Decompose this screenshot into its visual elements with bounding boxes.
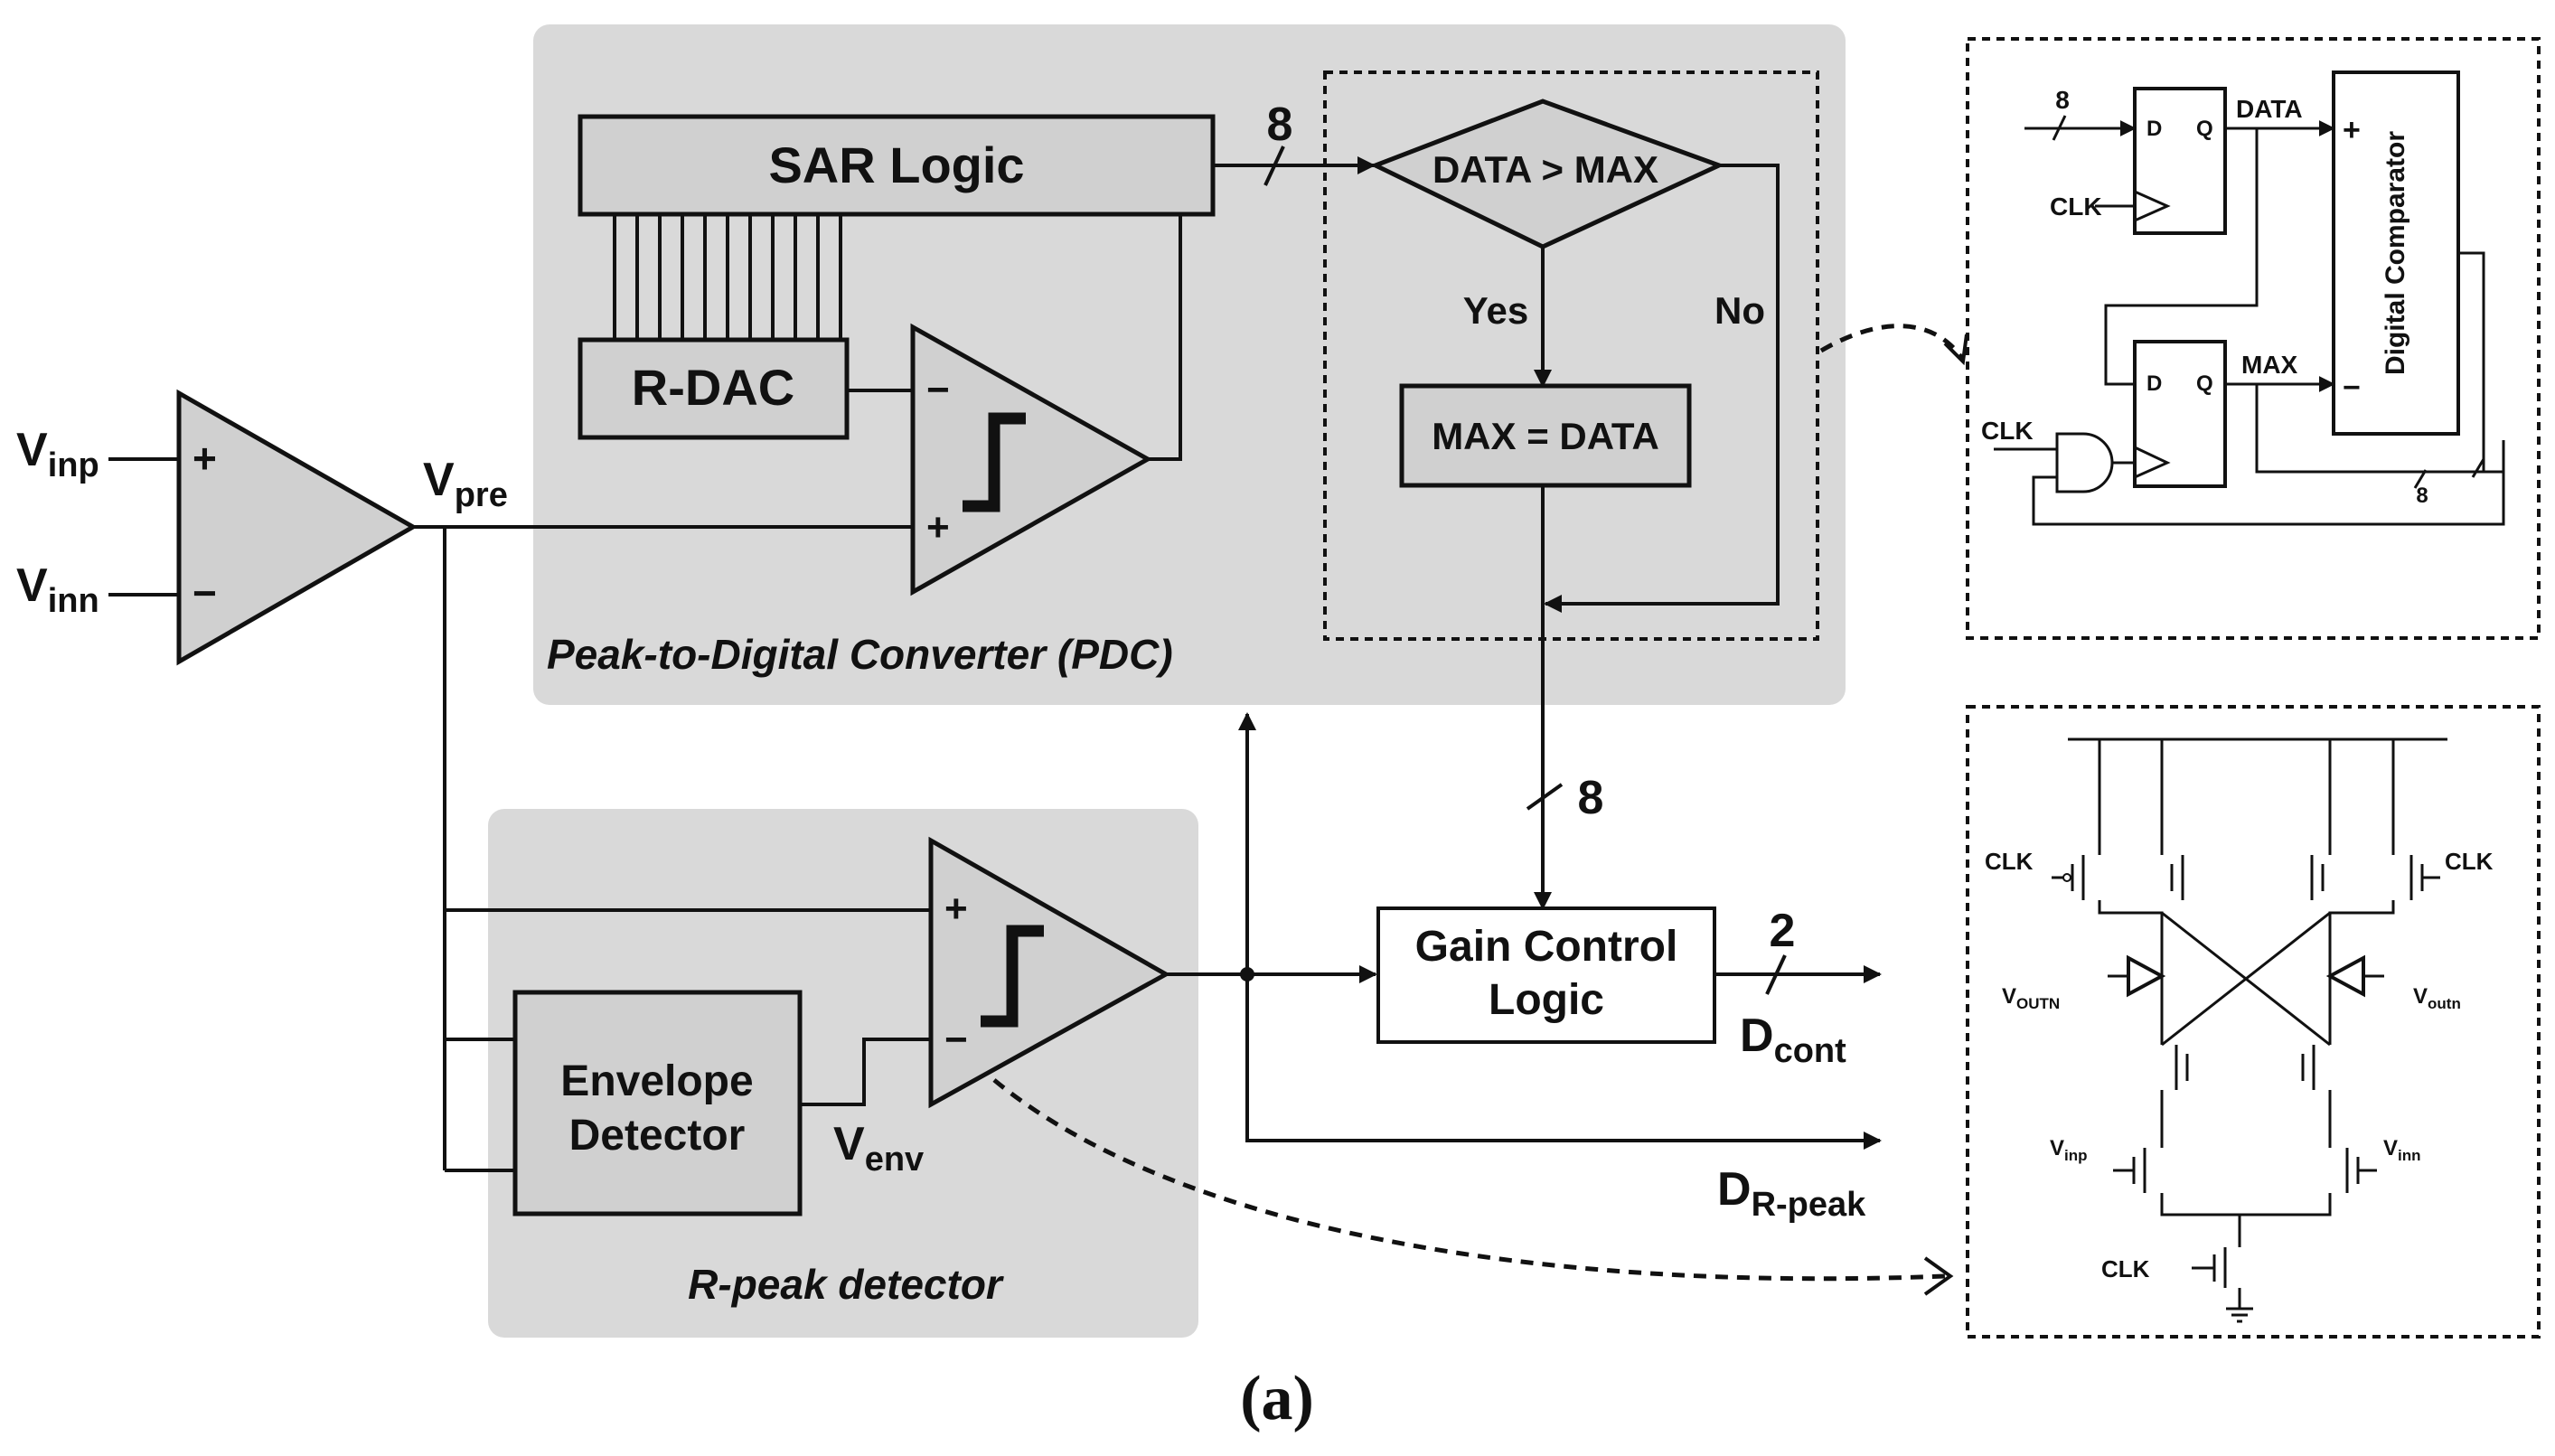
inset2-vinn: Vinn xyxy=(2383,1136,2421,1164)
venv-label: Venv xyxy=(833,1118,924,1179)
flowchart-to-inset-connector xyxy=(1819,324,1966,362)
inset2-clk-left: CLK xyxy=(1985,848,2034,875)
dcont-label: Dcont xyxy=(1740,1010,1846,1070)
rpeak-comp-plus: + xyxy=(944,887,968,931)
inset2-voutn-right: Voutn xyxy=(2413,984,2461,1012)
max-eq-data-block xyxy=(1399,383,1692,488)
gain-control-label-1: Gain Control xyxy=(1415,923,1678,971)
inset-bus8-fb: 8 xyxy=(2416,484,2428,508)
sar-logic-label: SAR Logic xyxy=(768,136,1024,193)
inset-comparator-label: Digital Comparator xyxy=(2381,131,2410,375)
inset-ff2-d: D xyxy=(2146,371,2162,396)
inset-comp-plus: + xyxy=(2343,113,2361,147)
inset-comp-minus: − xyxy=(2343,371,2361,405)
sar-bus-width: 8 xyxy=(1267,99,1293,151)
inset-bus8-in: 8 xyxy=(2055,86,2070,114)
preamplifier xyxy=(176,389,418,666)
inset-flipflop-2 xyxy=(2133,340,2227,488)
inset2-clk-bottom: CLK xyxy=(2101,1255,2150,1282)
r-dac-block xyxy=(578,337,850,440)
yes-label: Yes xyxy=(1463,289,1528,332)
inset-ff2-q: Q xyxy=(2196,371,2213,396)
no-label: No xyxy=(1714,289,1765,332)
inset2-clk-right: CLK xyxy=(2445,848,2494,875)
inset2-inverter-right xyxy=(2325,954,2365,998)
drpeak-label: DR-peak xyxy=(1717,1163,1866,1224)
inset-flipflop-1 xyxy=(2133,87,2227,235)
inset-max-label: MAX xyxy=(2241,351,2298,379)
rpeak-comp-minus: − xyxy=(944,1018,968,1062)
gain-bus-width: 8 xyxy=(1578,772,1604,824)
inset-clk1: CLK xyxy=(2050,193,2102,221)
inset2-voutn-left: VOUTN xyxy=(2002,984,2060,1012)
sar-comparator xyxy=(910,323,1153,596)
vinp-label: Vinp xyxy=(16,424,99,484)
envelope-label-2: Detector xyxy=(569,1112,746,1160)
vpre-label: Vpre xyxy=(423,454,508,514)
rpeak-comparator xyxy=(928,836,1171,1109)
sar-dac-bus xyxy=(613,214,842,340)
dcont-bus-width: 2 xyxy=(1770,905,1796,957)
sar-comp-minus: − xyxy=(926,368,950,412)
sar-comp-hysteresis-symbol xyxy=(963,412,1026,512)
inset-data-label: DATA xyxy=(2236,95,2303,123)
inset-digital-comparator xyxy=(2332,70,2460,436)
max-eq-data-label: MAX = DATA xyxy=(1432,415,1659,457)
inset-clk2: CLK xyxy=(1981,417,2034,445)
r-dac-label: R-DAC xyxy=(632,359,794,416)
inset-latched-comparator: CLK CLK VOUTN Voutn Vinp xyxy=(1966,705,2541,1339)
vinn-label: Vinn xyxy=(16,559,99,620)
envelope-label-1: Envelope xyxy=(560,1057,753,1105)
figure-caption: (a) xyxy=(1240,1364,1314,1433)
rpeak-comp-hysteresis-symbol xyxy=(981,925,1044,1028)
inset2-inverter-left xyxy=(2127,954,2166,998)
data-gt-max-label: DATA > MAX xyxy=(1432,148,1658,191)
inset2-vinp: Vinp xyxy=(2050,1136,2088,1164)
pdc-flowchart-dashed-box xyxy=(1323,70,1819,641)
inset-and-gate xyxy=(2055,432,2114,493)
preamp-plus-sign: + xyxy=(193,435,217,482)
preamp-minus-sign: − xyxy=(193,569,217,616)
sar-logic-block xyxy=(578,114,1216,217)
gain-control-label-2: Logic xyxy=(1489,976,1604,1024)
comparator-to-inset-connector xyxy=(992,1078,1946,1282)
pdc-region-label: Peak-to-Digital Converter (PDC) xyxy=(547,631,1173,678)
sar-comp-plus: + xyxy=(926,505,950,550)
gain-control-logic-block xyxy=(1376,906,1716,1044)
rpeak-region-label: R-peak detector xyxy=(688,1261,1004,1308)
inset-ff1-d: D xyxy=(2146,117,2162,141)
inset-ff1-q: Q xyxy=(2196,117,2213,141)
inset-digital-max-hold: D Q 8 CLK Digital Comparator + − DATA D … xyxy=(1966,37,2541,640)
envelope-detector-block xyxy=(512,990,803,1216)
